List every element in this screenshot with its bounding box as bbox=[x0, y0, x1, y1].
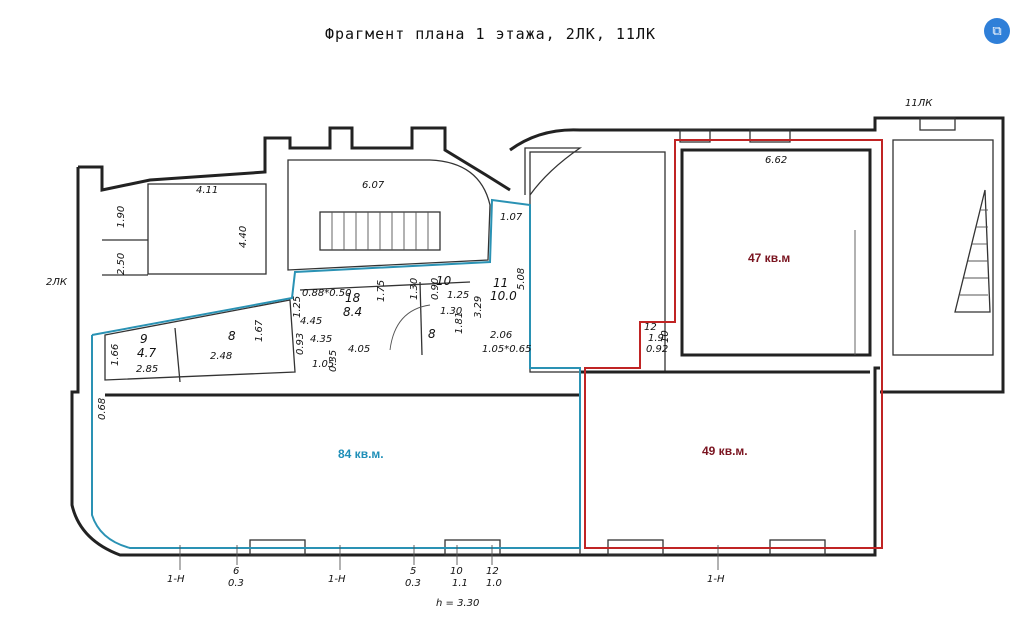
dim-label: 1.25 bbox=[292, 296, 303, 318]
dim-label: 12 bbox=[644, 322, 657, 333]
room-18: 18 bbox=[345, 291, 361, 305]
dim-label: 4.45 bbox=[300, 316, 322, 327]
room-8a: 8 bbox=[228, 329, 236, 343]
axis-label: 1-Н bbox=[167, 574, 185, 585]
partition bbox=[419, 281, 423, 356]
window-value: 0.3 bbox=[228, 578, 244, 589]
dim-label: 1.81 bbox=[454, 312, 465, 334]
dim-label: 2.50 bbox=[116, 253, 127, 275]
stairs-607 bbox=[319, 211, 441, 251]
room-411 bbox=[147, 183, 267, 275]
dim-label: 1.30 bbox=[409, 278, 420, 300]
copy-glyph-icon: ⧉ bbox=[992, 23, 1002, 39]
stair-label-2lk: 2ЛК bbox=[46, 277, 68, 288]
dim-label: 0.68 bbox=[97, 398, 108, 420]
window-number: 10 bbox=[450, 566, 463, 577]
room-11: 11 bbox=[493, 276, 508, 290]
stair-label-11lk: 11ЛК bbox=[905, 98, 933, 109]
outer-wall-left bbox=[78, 126, 511, 192]
window-value: 1.1 bbox=[452, 578, 468, 589]
dim-label: 2.85 bbox=[136, 364, 158, 375]
dim-label: 0.35 bbox=[328, 350, 339, 372]
dim-label: 0.93 bbox=[295, 333, 306, 355]
axis-marks bbox=[179, 545, 719, 570]
dim-label: 4.05 bbox=[348, 344, 370, 355]
dim-label: 1.66 bbox=[110, 344, 121, 366]
area-47-label: 47 кв.м bbox=[748, 251, 790, 265]
corridor bbox=[104, 299, 296, 381]
partition bbox=[174, 327, 181, 383]
stairs-11lk bbox=[954, 189, 991, 313]
dim-label: 0.88*0.50 bbox=[302, 288, 352, 299]
dim-label: 1.05 bbox=[312, 359, 334, 370]
stair-11lk bbox=[892, 139, 994, 356]
dim-label: 4.11 bbox=[196, 185, 218, 196]
dim-label: 0.90 bbox=[430, 278, 441, 300]
room-9-area: 4.7 bbox=[137, 346, 156, 360]
dim-label: 2.06 bbox=[490, 330, 512, 341]
outer-wall-bottom-right bbox=[582, 366, 880, 557]
window-number: 5 bbox=[410, 566, 416, 577]
dim-label: 4.35 bbox=[310, 334, 332, 345]
outline-47-49 bbox=[584, 139, 883, 549]
dim-label: 1.90 bbox=[116, 206, 127, 228]
axis-label: 1-Н bbox=[328, 574, 346, 585]
dim-label: 6.62 bbox=[765, 155, 787, 166]
dim-label: 1.25 bbox=[447, 290, 469, 301]
vestibule bbox=[524, 147, 583, 196]
room-9: 9 bbox=[140, 332, 148, 346]
partition bbox=[299, 281, 471, 291]
dim-label: 2.48 bbox=[210, 351, 232, 362]
windows-bottom bbox=[249, 117, 956, 556]
dim-label: 1.75 bbox=[376, 280, 387, 302]
dim-label: 3.29 bbox=[473, 296, 484, 318]
dim-label: 4.40 bbox=[238, 226, 249, 248]
axis-label: 1-Н bbox=[707, 574, 725, 585]
dim-label: 0.92 bbox=[646, 344, 668, 355]
outer-wall-top-right bbox=[509, 116, 1005, 394]
area-49-label: 49 кв.м. bbox=[702, 444, 748, 458]
area-84-label: 84 кв.м. bbox=[338, 447, 384, 461]
dim-label: 1.07 bbox=[500, 212, 523, 223]
dim-label: 1.30 bbox=[440, 306, 462, 317]
dim-label: 1.67 bbox=[254, 319, 265, 342]
window-value: 1.0 bbox=[486, 578, 502, 589]
ceiling-height: h = 3.30 bbox=[436, 598, 479, 609]
dim-label: 1.9 bbox=[648, 333, 664, 344]
window-value: 0.3 bbox=[405, 578, 421, 589]
window-number: 6 bbox=[233, 566, 239, 577]
room-607 bbox=[287, 159, 491, 271]
dim-label: 5.08 bbox=[516, 268, 527, 290]
dim-label: 1.05*0.65 bbox=[482, 344, 532, 355]
room-18-area: 8.4 bbox=[343, 305, 362, 319]
window-number: 12 bbox=[486, 566, 499, 577]
room-11-area: 10.0 bbox=[490, 289, 517, 303]
door-arc bbox=[389, 304, 431, 351]
dim-label: 6.07 bbox=[362, 180, 385, 191]
room-10: 10 bbox=[436, 274, 452, 288]
outline-84 bbox=[91, 198, 581, 549]
room-11-wall bbox=[529, 151, 666, 373]
room-47-walls bbox=[680, 148, 872, 357]
outer-wall-left-side bbox=[70, 167, 582, 557]
room-8b: 8 bbox=[428, 327, 436, 341]
plan-title: Фрагмент плана 1 этажа, 2ЛК, 11ЛК bbox=[325, 25, 656, 43]
copy-icon[interactable]: ⧉ bbox=[984, 18, 1010, 44]
dim-label: 10 bbox=[660, 330, 671, 343]
